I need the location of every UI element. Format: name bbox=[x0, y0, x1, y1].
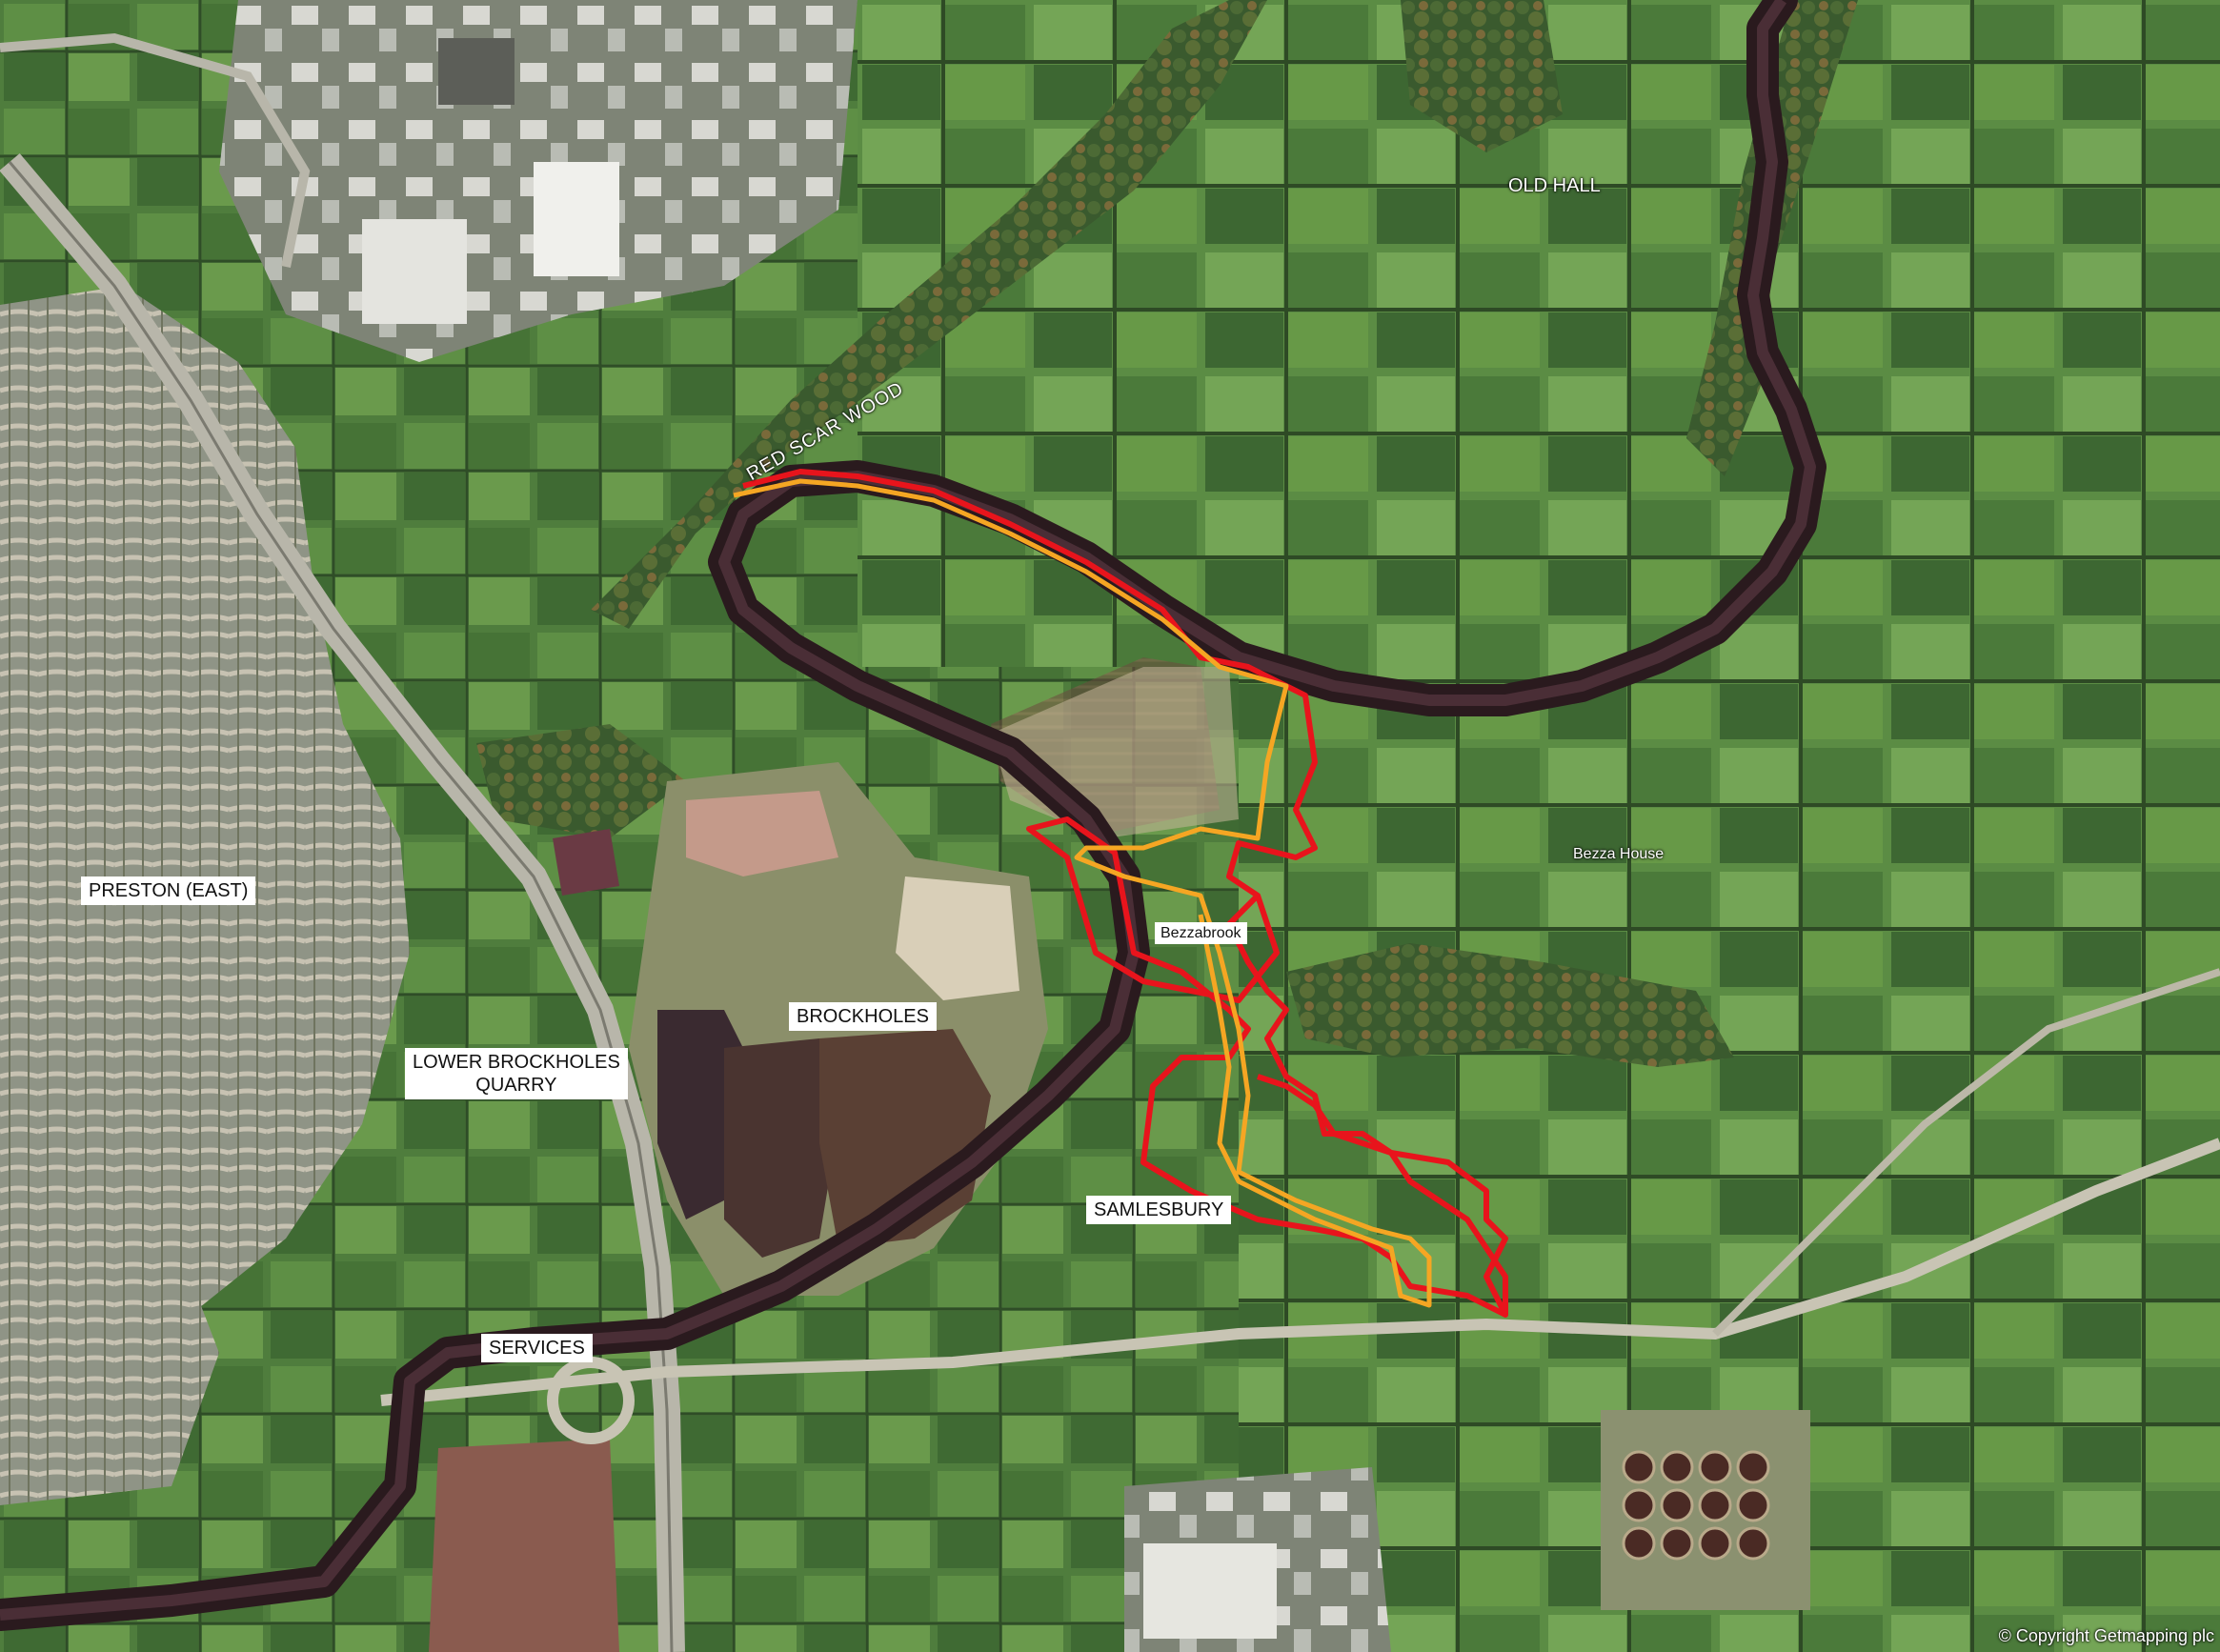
road-industrial bbox=[0, 32, 311, 268]
woodland-north bbox=[1401, 0, 1563, 152]
label-old-hall: OLD HALL bbox=[1508, 175, 1601, 196]
label-brockholes: BROCKHOLES bbox=[789, 1002, 937, 1031]
roundabout bbox=[547, 1357, 635, 1444]
road-north bbox=[1712, 968, 2220, 1337]
copyright-notice: © Copyright Getmapping plc bbox=[1998, 1626, 2214, 1645]
warehouse-south bbox=[1143, 1543, 1277, 1639]
sewage-works bbox=[1601, 1410, 1810, 1610]
label-lower-brockholes-quarry: LOWER BROCKHOLES QUARRY bbox=[405, 1048, 628, 1099]
woodland-west bbox=[476, 724, 686, 838]
brockholes-pits bbox=[686, 791, 838, 876]
ponds-west bbox=[553, 829, 619, 896]
road-a59 bbox=[380, 1138, 2220, 1406]
label-bezzabrook: Bezzabrook bbox=[1155, 922, 1247, 944]
woodland-centre bbox=[1286, 943, 1734, 1067]
label-preston-east: PRESTON (EAST) bbox=[81, 876, 256, 905]
red-site-boundary-east bbox=[1257, 1074, 1508, 1317]
red-site-boundary bbox=[742, 469, 1508, 1318]
warehouse-2 bbox=[534, 162, 619, 276]
motorway-centre bbox=[8, 161, 674, 1652]
label-samlesbury: SAMLESBURY bbox=[1086, 1196, 1232, 1224]
brockholes-quarry bbox=[896, 876, 1019, 1000]
brockholes-lake-2 bbox=[724, 1038, 838, 1258]
urban-south-west bbox=[0, 1229, 219, 1505]
label-services: SERVICES bbox=[481, 1334, 593, 1362]
label-bezza-house: Bezza House bbox=[1573, 846, 1665, 862]
warehouse-3 bbox=[438, 38, 515, 105]
warehouse-1 bbox=[362, 219, 467, 324]
red-scar-wood bbox=[591, 0, 1267, 629]
southern-arable bbox=[429, 1439, 619, 1652]
orange-site-boundary bbox=[733, 478, 1432, 1308]
